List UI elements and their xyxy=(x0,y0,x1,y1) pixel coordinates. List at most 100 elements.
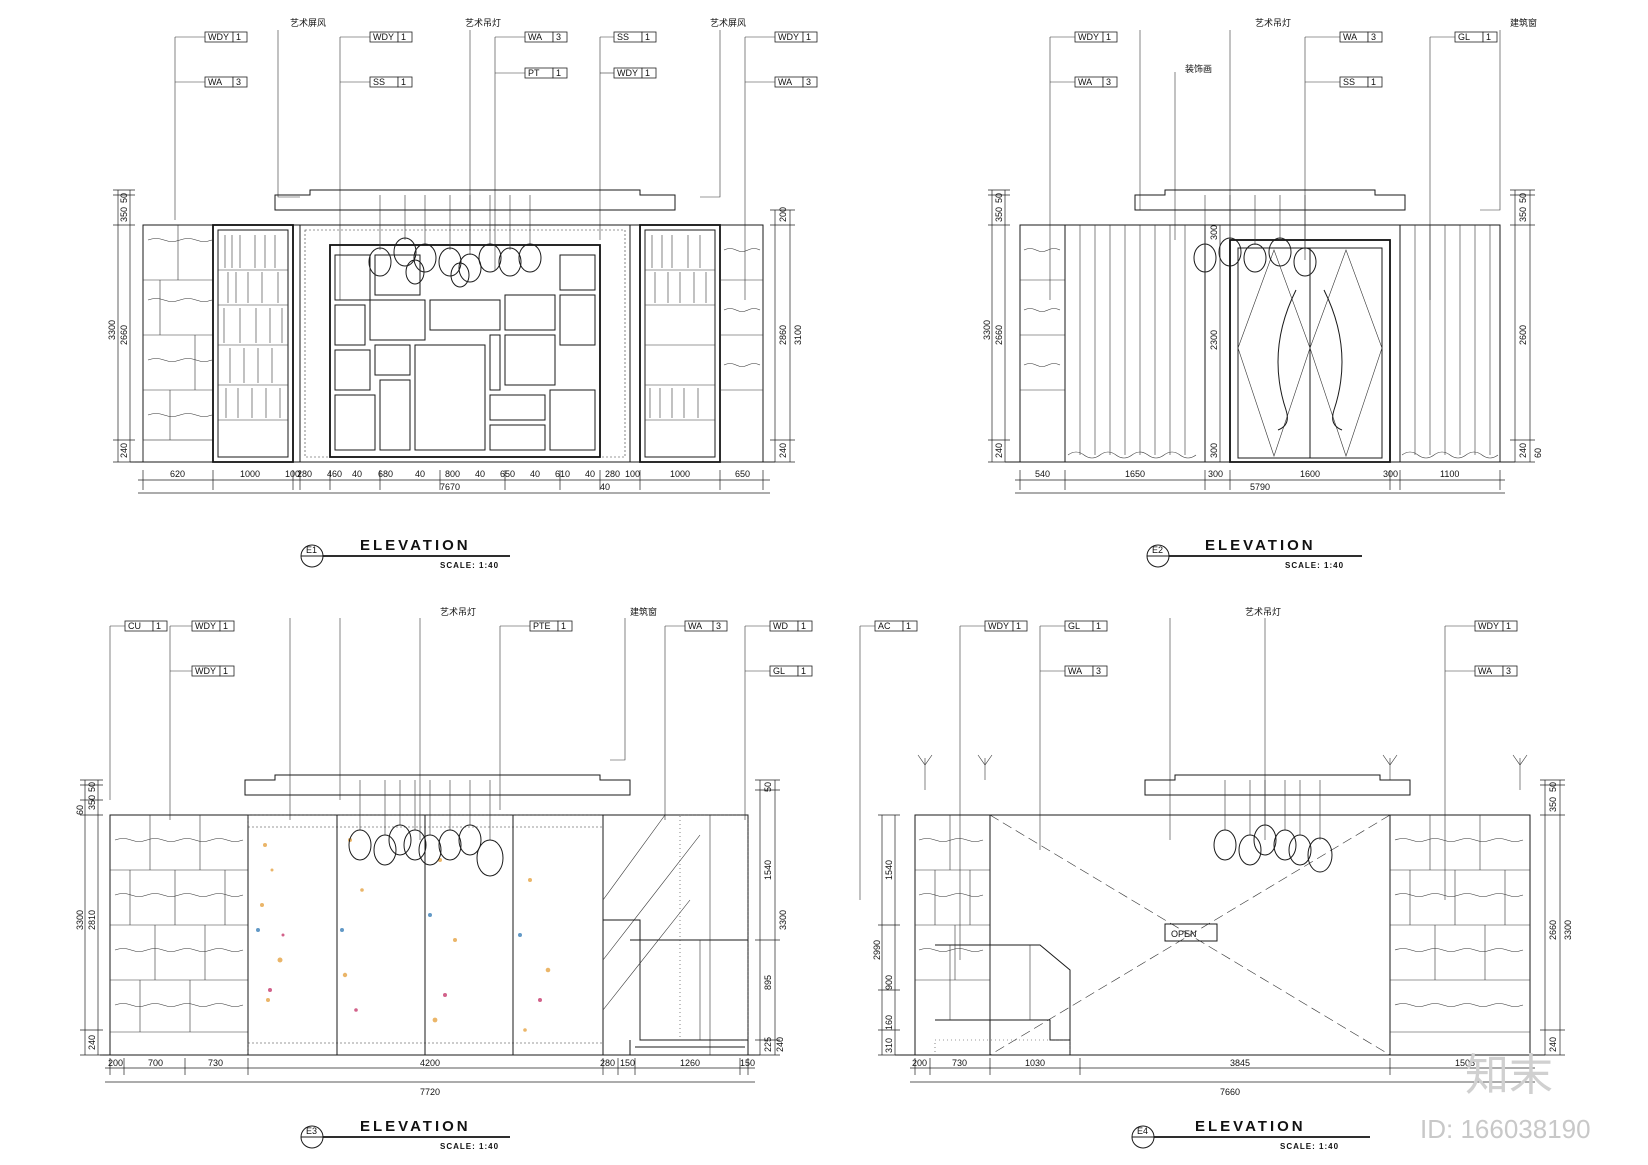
svg-text:GL: GL xyxy=(1458,32,1470,42)
svg-text:1: 1 xyxy=(801,621,806,631)
svg-text:3: 3 xyxy=(806,77,811,87)
e2-callout-window: 建筑窗 xyxy=(1510,17,1537,28)
svg-text:WA: WA xyxy=(1068,666,1082,676)
svg-text:200: 200 xyxy=(778,207,788,222)
svg-text:WA: WA xyxy=(1343,32,1357,42)
svg-text:CU: CU xyxy=(128,621,141,631)
svg-text:3: 3 xyxy=(1096,666,1101,676)
e4-stair xyxy=(934,944,1071,1056)
svg-text:3: 3 xyxy=(1106,77,1111,87)
svg-text:1: 1 xyxy=(561,621,566,631)
e1-callout-screen-right: 艺术屏风 xyxy=(710,17,746,28)
e1-left-bookcase xyxy=(212,224,294,463)
e4-callout-lamp: 艺术吊灯 xyxy=(1245,606,1281,617)
svg-text:1505: 1505 xyxy=(1455,1058,1475,1068)
svg-text:1: 1 xyxy=(223,621,228,631)
svg-text:350: 350 xyxy=(1518,207,1528,222)
svg-text:1: 1 xyxy=(401,77,406,87)
e1-chandeliers xyxy=(368,195,542,288)
svg-text:460: 460 xyxy=(327,469,342,479)
e1-scale: SCALE: 1:40 xyxy=(440,561,499,570)
e2-scale: SCALE: 1:40 xyxy=(1285,561,1344,570)
svg-text:1: 1 xyxy=(556,68,561,78)
e1-title-block: E1 ELEVATION SCALE: 1:40 xyxy=(300,537,510,570)
e2-inner-dimensions: 300 2300 300 xyxy=(1209,225,1221,462)
svg-text:WA: WA xyxy=(208,77,222,87)
svg-text:40: 40 xyxy=(352,469,362,479)
svg-text:2600: 2600 xyxy=(1518,325,1528,345)
e2-wall-outline xyxy=(1019,224,1501,463)
e4-right-dimensions: 50 350 2660 240 3300 xyxy=(1540,779,1573,1056)
e3-callout-lamp: 艺术吊灯 xyxy=(440,606,476,617)
svg-text:40: 40 xyxy=(475,469,485,479)
svg-text:GL: GL xyxy=(1068,621,1080,631)
svg-text:240: 240 xyxy=(1518,443,1528,458)
e3-bottom-dimensions: 200 700 730 4200 280 150 1260 150 7720 xyxy=(105,1058,755,1097)
svg-text:WD: WD xyxy=(773,621,788,631)
svg-text:2990: 2990 xyxy=(872,940,882,960)
e3-scale: SCALE: 1:40 xyxy=(440,1142,499,1151)
svg-text:280: 280 xyxy=(600,1058,615,1068)
e2-left-stone-panel xyxy=(1019,224,1066,463)
e2-chandeliers xyxy=(1193,195,1317,277)
svg-text:3845: 3845 xyxy=(1230,1058,1250,1068)
e2-door xyxy=(1229,239,1391,463)
svg-text:1: 1 xyxy=(801,666,806,676)
svg-text:610: 610 xyxy=(555,469,570,479)
e4-right-stone-panel xyxy=(1389,814,1531,1056)
watermark-id: ID: 166038190 xyxy=(1420,1114,1591,1144)
e2-left-dimensions: 50 350 2660 240 3300 xyxy=(982,189,1010,463)
e1-right-bookcase xyxy=(639,224,721,463)
svg-text:1: 1 xyxy=(1106,32,1111,42)
svg-text:1: 1 xyxy=(223,666,228,676)
e2-right-dimensions: 50 350 2600 240 60 xyxy=(1510,189,1543,463)
svg-text:200: 200 xyxy=(108,1058,123,1068)
svg-text:WA: WA xyxy=(1078,77,1092,87)
svg-text:3300: 3300 xyxy=(75,910,85,930)
e4-cornice xyxy=(1144,774,1411,796)
svg-text:50: 50 xyxy=(1518,193,1528,203)
svg-text:3100: 3100 xyxy=(793,325,803,345)
e1-central-screen xyxy=(299,224,631,463)
svg-text:1600: 1600 xyxy=(1300,469,1320,479)
svg-text:895: 895 xyxy=(763,975,773,990)
e4-title-block: E4 ELEVATION SCALE: 1:40 xyxy=(1131,1118,1370,1151)
svg-text:60: 60 xyxy=(1533,448,1543,458)
e3-cornice xyxy=(244,774,631,796)
svg-text:1: 1 xyxy=(401,32,406,42)
svg-text:WDY: WDY xyxy=(1478,621,1499,631)
svg-text:1: 1 xyxy=(156,621,161,631)
e2-leaders xyxy=(1049,30,1501,300)
svg-text:3300: 3300 xyxy=(1563,920,1573,940)
e2-right-curtain xyxy=(1399,224,1501,463)
svg-text:40: 40 xyxy=(600,482,610,492)
svg-text:1: 1 xyxy=(1486,32,1491,42)
e2-callout-painting: 装饰画 xyxy=(1185,63,1212,74)
svg-text:50: 50 xyxy=(763,782,773,792)
svg-text:SS: SS xyxy=(1343,77,1355,87)
svg-text:1100: 1100 xyxy=(1440,469,1459,479)
e1-bottom-dimensions: 620 1000 100 280 460 40 680 40 800 40 65… xyxy=(138,469,770,494)
svg-text:WDY: WDY xyxy=(617,68,638,78)
svg-text:350: 350 xyxy=(994,207,1004,222)
svg-text:225: 225 xyxy=(763,1037,773,1052)
e1-right-dimensions: 200 2860 240 3100 xyxy=(770,207,803,463)
svg-text:150: 150 xyxy=(740,1058,755,1068)
svg-text:160: 160 xyxy=(884,1015,894,1030)
svg-text:60: 60 xyxy=(75,805,85,815)
svg-text:WA: WA xyxy=(778,77,792,87)
svg-text:WDY: WDY xyxy=(373,32,394,42)
svg-text:310: 310 xyxy=(884,1038,894,1053)
e1-left-stone-panel xyxy=(142,224,214,463)
svg-text:WDY: WDY xyxy=(1078,32,1099,42)
svg-text:1260: 1260 xyxy=(680,1058,700,1068)
svg-text:300: 300 xyxy=(1209,443,1219,458)
svg-text:350: 350 xyxy=(1548,797,1558,812)
svg-text:200: 200 xyxy=(912,1058,927,1068)
svg-text:50: 50 xyxy=(994,193,1004,203)
e3-title: ELEVATION xyxy=(360,1118,471,1135)
